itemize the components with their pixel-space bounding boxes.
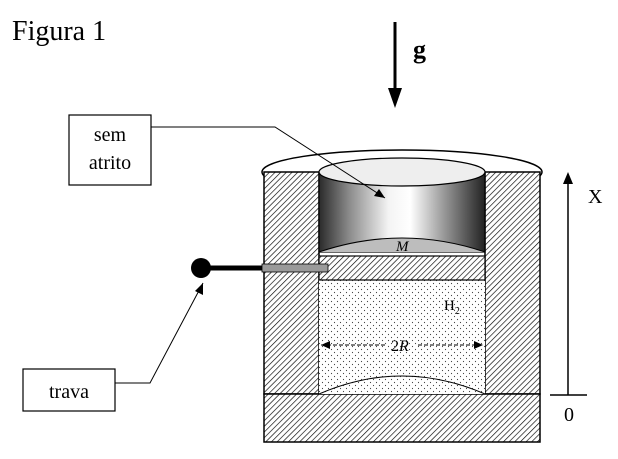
x-axis-origin: 0	[564, 404, 574, 426]
diameter-label: 2R	[391, 338, 409, 355]
gas-region	[319, 280, 485, 394]
gas-bottom-curve	[318, 375, 486, 395]
frictionless-pointer	[151, 126, 386, 199]
container-wall	[263, 171, 541, 443]
x-axis-label: X	[588, 186, 603, 208]
lock-label: trava	[49, 381, 89, 403]
figure-title: Figura 1	[12, 16, 106, 47]
frictionless-label-box	[68, 114, 152, 186]
x-axis	[550, 172, 587, 396]
piston	[318, 157, 486, 253]
piston-plate	[318, 255, 486, 281]
frictionless-label-line2: atrito	[89, 152, 131, 174]
lock-label-box	[22, 368, 116, 412]
gas-label: H2	[444, 298, 460, 317]
diameter-dimension	[321, 341, 483, 349]
frictionless-label-line1: sem	[94, 124, 127, 146]
gravity-arrow	[388, 22, 402, 108]
gravity-label: g	[413, 35, 426, 64]
lock-pointer	[115, 282, 204, 384]
mass-label: M	[395, 239, 410, 255]
lock-pin	[191, 258, 329, 278]
